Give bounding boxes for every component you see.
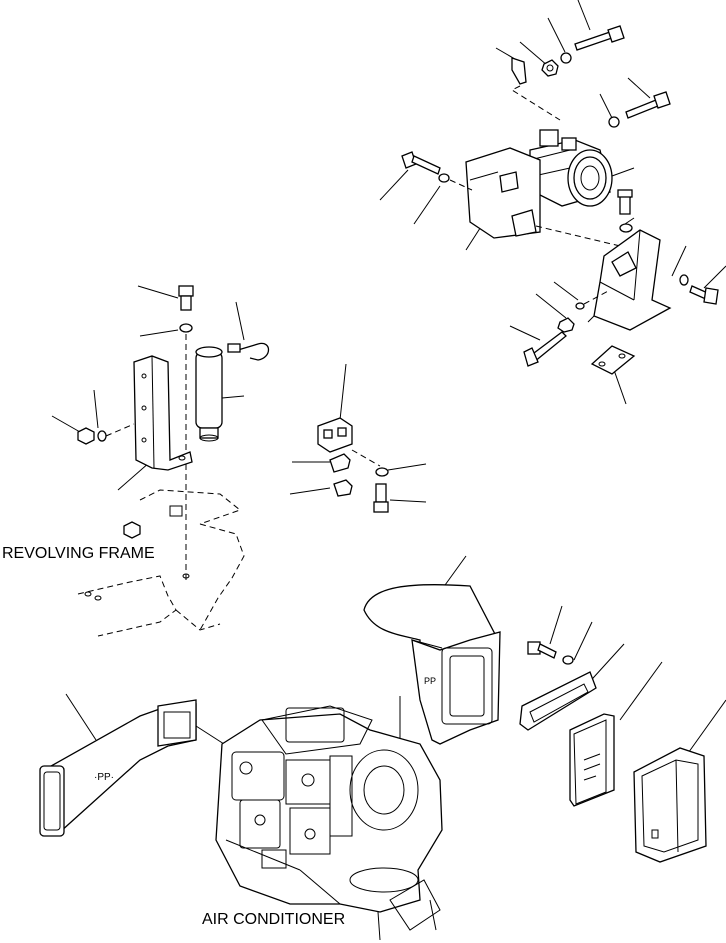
washer-lower bbox=[575, 302, 585, 310]
bolt-lower bbox=[523, 331, 567, 367]
switch-clip bbox=[333, 479, 353, 497]
switch-bolt bbox=[373, 483, 389, 513]
receiver-bolt bbox=[178, 285, 194, 311]
filter-cover-plate bbox=[519, 671, 597, 731]
pressure-switch bbox=[317, 417, 353, 453]
receiver-drier bbox=[195, 346, 223, 442]
duct-logo: ·PP· bbox=[94, 772, 114, 783]
receiver-hose bbox=[227, 342, 270, 361]
compressor-assembly bbox=[379, 0, 726, 405]
receiver-bracket bbox=[133, 355, 193, 471]
switch-assembly bbox=[289, 363, 427, 513]
filter-washer bbox=[562, 655, 574, 665]
air-conditioner-label: AIR CONDITIONER bbox=[202, 911, 345, 928]
air-duct-left: ·PP· bbox=[39, 693, 225, 837]
receiver-washer bbox=[179, 323, 193, 333]
mounting-bolt-right bbox=[625, 91, 671, 119]
nut-top bbox=[541, 59, 559, 77]
bolt-bracket-right bbox=[689, 285, 719, 305]
washer-top bbox=[560, 52, 572, 64]
switch-washer bbox=[375, 467, 389, 477]
washer-bracket-right bbox=[679, 274, 689, 286]
compressor bbox=[529, 129, 613, 207]
receiver-leader-lines bbox=[51, 285, 245, 491]
small-bolt-center bbox=[617, 189, 633, 215]
bracket-washer bbox=[97, 430, 107, 442]
filter-bolt bbox=[527, 641, 557, 659]
switch-leader-lines bbox=[289, 363, 427, 503]
filter-case bbox=[633, 747, 707, 863]
nut-lower bbox=[557, 317, 575, 333]
filter-assembly bbox=[519, 605, 726, 863]
air-duct-center: PP bbox=[363, 555, 501, 760]
washer-right bbox=[608, 116, 620, 128]
bracket-plate-top bbox=[511, 57, 527, 85]
air-filter-element bbox=[569, 713, 615, 807]
receiver-drier-assembly bbox=[51, 285, 270, 580]
mounting-bolt-top bbox=[574, 25, 625, 51]
mount-plate bbox=[590, 345, 636, 375]
revolving-frame-label: REVOLVING FRAME bbox=[2, 545, 155, 562]
revolving-frame bbox=[77, 489, 245, 637]
bracket-nut bbox=[77, 427, 95, 445]
washer-center bbox=[619, 223, 633, 233]
washer-left bbox=[438, 173, 450, 183]
compressor-bracket bbox=[465, 147, 541, 239]
compressor-mount-bracket bbox=[593, 229, 672, 331]
duct-logo-vertical: PP bbox=[424, 676, 436, 686]
switch-connector bbox=[329, 453, 351, 473]
bracket-bolt-left bbox=[401, 151, 441, 175]
air-conditioner-unit bbox=[215, 705, 443, 941]
